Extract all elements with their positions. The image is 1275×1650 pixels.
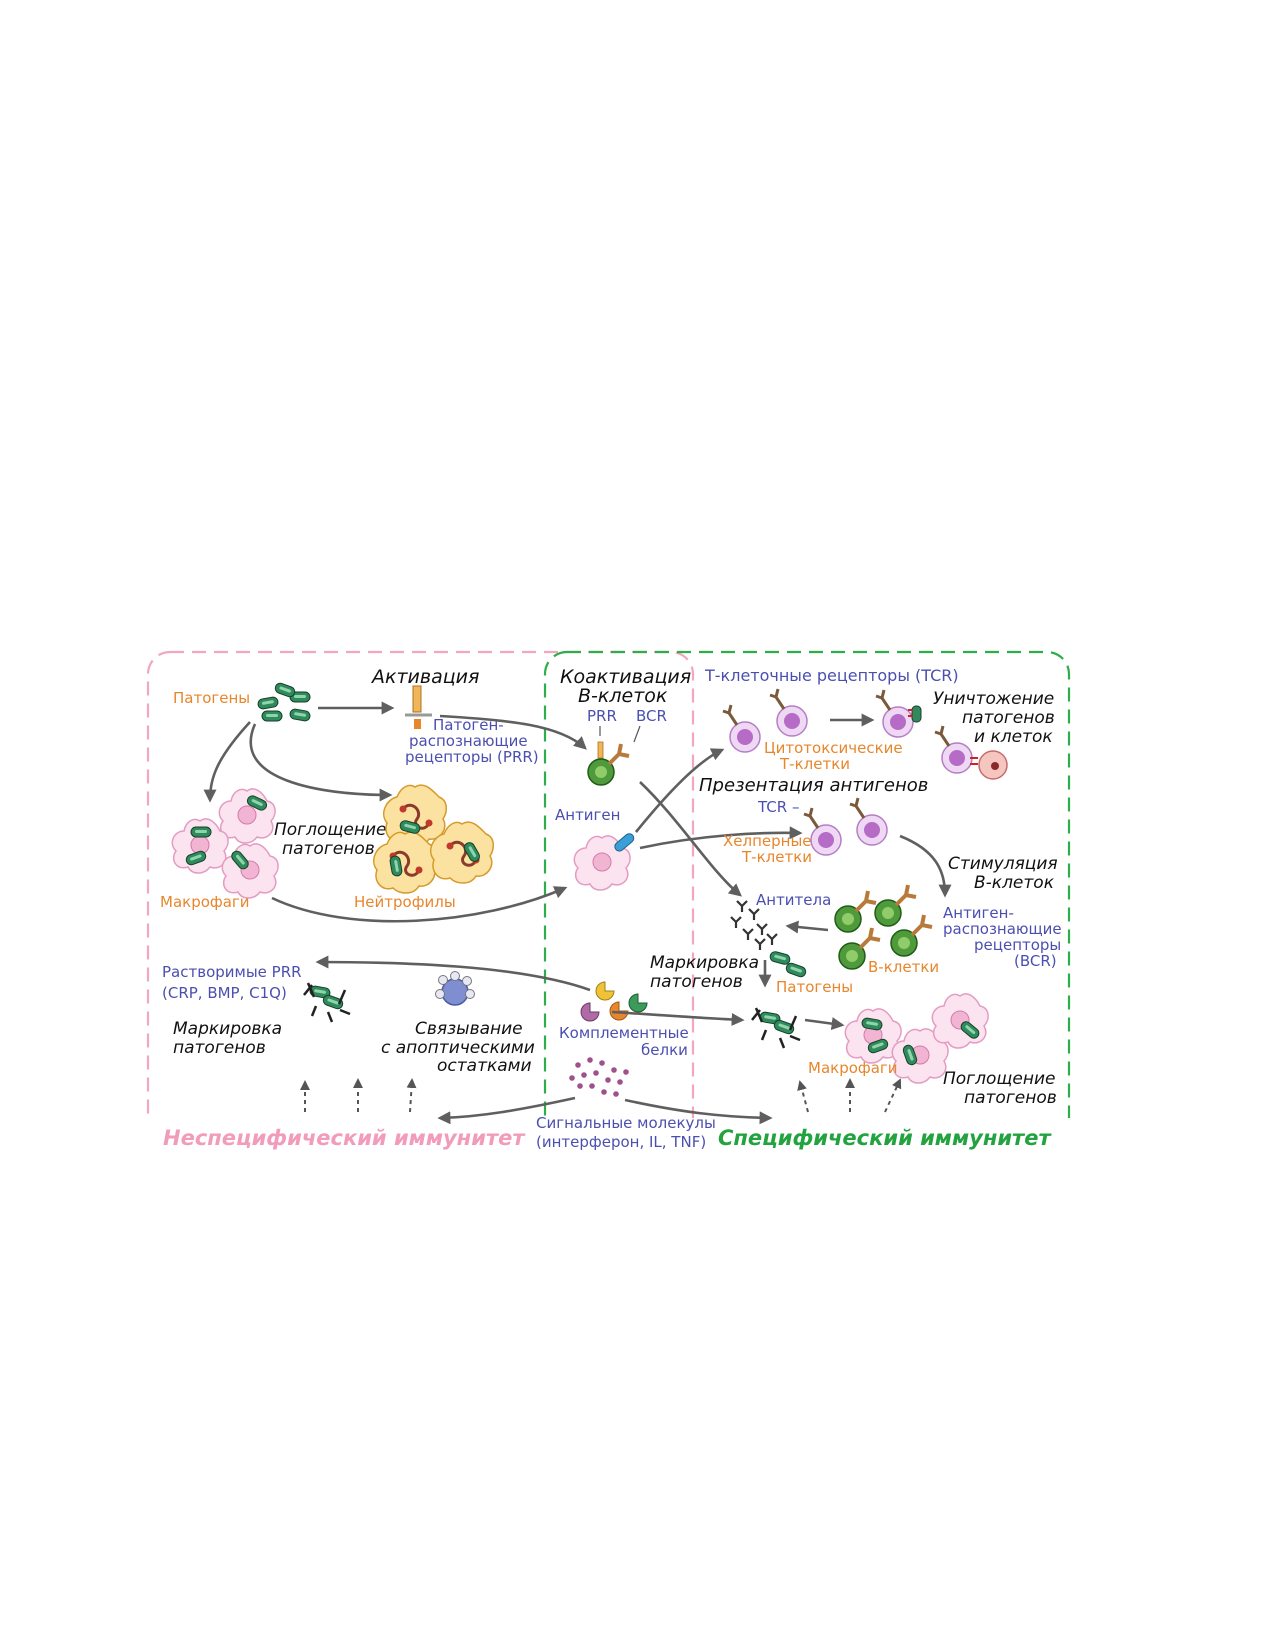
macrophages-label-right: Макрофаги bbox=[808, 1059, 898, 1077]
arrow-complement-to-soluble-prr bbox=[315, 955, 591, 992]
arrow-pathogens-to-macrophages bbox=[203, 721, 251, 803]
binding-line1: Связывание bbox=[415, 1019, 523, 1039]
complement-line1: Комплементные bbox=[559, 1024, 689, 1042]
bcr-line3: рецепторы bbox=[974, 936, 1061, 954]
helper-line1: Хелперные bbox=[723, 832, 812, 850]
bcr-line1: Антиген- bbox=[943, 904, 1014, 922]
marked-pathogens-right-icon bbox=[751, 1007, 801, 1049]
arrow-complement-to-marking bbox=[611, 1010, 745, 1026]
binding-line2: с апоптическими bbox=[381, 1038, 535, 1058]
marking-mid-line1: Маркировка bbox=[650, 953, 759, 973]
antigen-label: Антиген bbox=[555, 806, 620, 824]
arrow-b-cells-to-antibodies bbox=[785, 920, 829, 934]
tcr-short-label: TCR – bbox=[757, 798, 799, 816]
signal-molecules-icon bbox=[569, 1057, 629, 1097]
complement-proteins-icon bbox=[580, 981, 648, 1022]
b-cells-label: В-клетки bbox=[868, 958, 939, 976]
bcr-line4: (BCR) bbox=[1014, 952, 1057, 970]
neutrophils-label: Нейтрофилы bbox=[354, 893, 456, 911]
macrophages-left-icon bbox=[171, 788, 279, 899]
pathogens-label-top: Патогены bbox=[173, 689, 250, 707]
stimulation-line1: Стимуляция bbox=[948, 854, 1058, 874]
stimulation-line2: В-клеток bbox=[974, 873, 1055, 893]
arrow-antigen-to-helper bbox=[639, 826, 803, 850]
b-cell-coactivation-icon bbox=[586, 741, 631, 787]
cytotoxic-line1: Цитотоксические bbox=[764, 739, 903, 757]
pathogens-right-icon bbox=[768, 950, 808, 979]
arrow-signals-to-adaptive bbox=[624, 1098, 773, 1125]
destroy-line2: патогенов bbox=[962, 708, 1055, 728]
coactivation-line1: Коактивация bbox=[560, 666, 691, 688]
signal-molecules-line2: (интерферон, IL, TNF) bbox=[536, 1133, 706, 1151]
signal-molecules-line1: Сигнальные молекулы bbox=[536, 1114, 716, 1132]
antibodies-label: Антитела bbox=[756, 891, 831, 909]
dashed-arrow-right-3 bbox=[884, 1078, 902, 1113]
coactivation-line2: В-клеток bbox=[578, 685, 668, 707]
neutrophils-icon bbox=[372, 783, 495, 895]
arrow-coactivation-to-antibodies bbox=[639, 781, 742, 897]
prr-receptor-icon bbox=[405, 685, 432, 729]
soluble-prr-line1: Растворимые PRR bbox=[162, 963, 302, 981]
bottom-title-mask bbox=[0, 1118, 1275, 1158]
activation-label: Активация bbox=[370, 666, 479, 688]
activated-t-cells-icon bbox=[874, 688, 1008, 780]
helper-t-cells-icon bbox=[802, 796, 889, 857]
soluble-prr-line2: (CRP, BMP, C1Q) bbox=[162, 984, 287, 1002]
marked-pathogens-left-icon bbox=[303, 982, 351, 1023]
marking-left-line1: Маркировка bbox=[173, 1019, 282, 1039]
helper-line2: Т-клетки bbox=[741, 848, 812, 866]
b-cells-icon bbox=[833, 883, 934, 971]
engulf-left-line2: патогенов bbox=[282, 839, 375, 859]
dashed-arrow-right-1 bbox=[797, 1080, 809, 1113]
innate-immunity-title: Неспецифический иммунитет bbox=[163, 1126, 526, 1150]
cytotoxic-line2: Т-клетки bbox=[779, 755, 850, 773]
arrow-antigen-to-cytotoxic bbox=[634, 748, 725, 833]
prr-label-line2: распознающие bbox=[409, 732, 528, 750]
arrow-pathogens-to-neutrophils bbox=[249, 723, 393, 802]
arrow-signals-to-innate bbox=[437, 1096, 576, 1125]
dashed-arrow-left-3 bbox=[406, 1078, 417, 1113]
prr-label-line3: рецепторы (PRR) bbox=[405, 748, 539, 766]
engulf-right-line2: патогенов bbox=[964, 1088, 1057, 1108]
engulf-right-line1: Поглощение bbox=[943, 1069, 1055, 1089]
arrow-activation-to-coactivation bbox=[439, 714, 587, 750]
destroy-line3: и клеток bbox=[974, 727, 1053, 747]
presentation-label: Презентация антигенов bbox=[699, 775, 928, 796]
pathogens-cluster-top bbox=[256, 681, 312, 723]
bcr-line2: распознающие bbox=[943, 920, 1062, 938]
tcr-header-label: Т-клеточные рецепторы (TCR) bbox=[704, 666, 959, 685]
marking-mid-line2: патогенов bbox=[650, 972, 743, 992]
binding-line3: остатками bbox=[437, 1056, 532, 1076]
marking-left-line2: патогенов bbox=[173, 1038, 266, 1058]
destroy-line1: Уничтожение bbox=[933, 689, 1054, 709]
macrophages-label-left: Макрофаги bbox=[160, 893, 250, 911]
arrow-macrophages-to-dendritic bbox=[271, 886, 568, 923]
pathogens-label-right: Патогены bbox=[776, 978, 853, 996]
apoptotic-remnant-icon bbox=[435, 971, 475, 1006]
complement-line2: белки bbox=[641, 1041, 688, 1059]
innate-region-border bbox=[146, 650, 695, 1146]
bcr-short-label: BCR bbox=[636, 707, 667, 725]
prr-short-label: PRR bbox=[587, 707, 617, 725]
arrow-marked-to-macrophages bbox=[804, 1017, 845, 1031]
engulf-left-line1: Поглощение bbox=[274, 820, 386, 840]
arrow-helper-to-b-cells bbox=[899, 834, 952, 898]
adaptive-immunity-title: Специфический иммунитет bbox=[718, 1126, 1052, 1150]
dendritic-cell-icon bbox=[573, 833, 635, 891]
